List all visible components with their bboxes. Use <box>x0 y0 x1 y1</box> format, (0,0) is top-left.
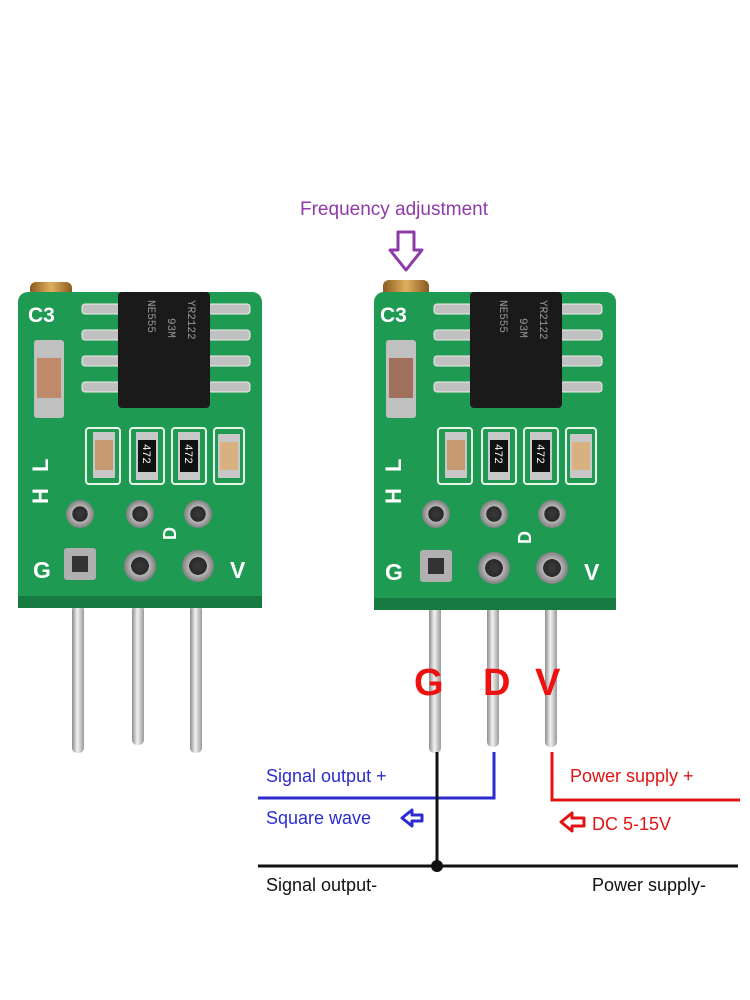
right-silk-h: H <box>381 488 406 504</box>
right-silk-g: G <box>385 559 403 585</box>
signal-output-minus-label: Signal output- <box>266 875 378 895</box>
left-resistor-2-code: 472 <box>181 444 193 464</box>
left-arrow-icon <box>400 808 424 828</box>
right-ne555-chip <box>470 292 562 408</box>
left-chip-line1: NE555 <box>144 300 156 333</box>
pin-label-v: V <box>535 662 561 704</box>
right-pin-v <box>545 605 557 747</box>
left-silk-h: H <box>28 488 53 504</box>
right-resistor-2-code: 472 <box>533 444 545 464</box>
dc-range-label: DC 5-15V <box>592 814 672 834</box>
left-ne555-chip <box>118 292 210 408</box>
right-pin-g <box>429 605 441 753</box>
right-pin-d <box>487 605 499 747</box>
right-silk-v: V <box>584 559 600 585</box>
left-pin-v <box>190 605 202 753</box>
signal-output-plus-label: Signal output + <box>266 766 387 786</box>
right-chip-line3: YR2122 <box>536 300 548 340</box>
power-supply-plus-label: Power supply + <box>570 766 694 786</box>
power-supply-minus-label: Power supply- <box>592 875 707 895</box>
right-silk-d: D <box>515 531 535 544</box>
left-module: C3 L H G D V NE555 93M YR2122 472 472 <box>18 282 262 753</box>
left-chip-line2: 93M <box>164 318 176 338</box>
pin-label-d: D <box>483 662 511 704</box>
left-pin-g <box>72 605 84 753</box>
down-arrow-icon <box>388 230 424 272</box>
left-silk-d: D <box>160 527 180 540</box>
signal-output-wire <box>258 752 496 800</box>
square-wave-label: Square wave <box>266 808 372 828</box>
right-silk-c3: C3 <box>380 304 407 327</box>
right-chip-line2: 93M <box>516 318 528 338</box>
left-silk-g: G <box>33 557 51 583</box>
left-chip-line3: YR2122 <box>184 300 196 340</box>
left-silk-c3: C3 <box>28 304 55 327</box>
power-supply-plus-wire <box>550 752 740 802</box>
right-chip-line1: NE555 <box>496 300 508 333</box>
right-silk-l: L <box>381 459 406 472</box>
ground-junction-dot <box>431 860 443 872</box>
pin-label-g: G <box>414 662 444 704</box>
left-silk-l: L <box>28 459 53 472</box>
frequency-adjustment-label: Frequency adjustment <box>300 199 488 220</box>
left-arrow-icon <box>559 811 586 833</box>
right-module: C3 L H G D V NE555 93M YR2122 472 472 <box>374 280 616 753</box>
right-resistor-1-code: 472 <box>491 444 503 464</box>
left-pin-d <box>132 605 144 745</box>
left-resistor-1-code: 472 <box>139 444 151 464</box>
left-silk-v: V <box>230 557 246 583</box>
wiring <box>258 752 740 872</box>
